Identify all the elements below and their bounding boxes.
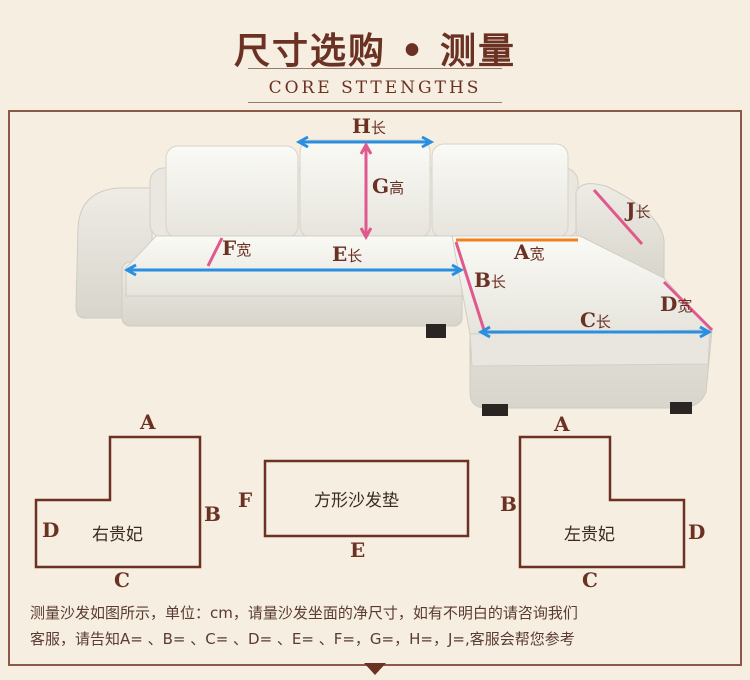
- chaise-cushion-front: [469, 329, 711, 367]
- right-chaise-outline: [34, 435, 202, 569]
- right-chaise-label-d: D: [42, 518, 60, 542]
- arrow-b: [454, 241, 486, 331]
- label-c: C长: [580, 308, 611, 332]
- right-chaise-label-c: C: [114, 568, 130, 592]
- square-cushion-outline: [263, 459, 470, 538]
- back-cushion-left: [165, 145, 299, 239]
- note-line-1: 测量沙发如图所示，单位：cm，请量沙发坐面的净尺寸，如有不明白的请咨询我们: [30, 604, 578, 622]
- right-chaise-label-a: A: [140, 410, 156, 434]
- title-divider-bottom: [248, 102, 502, 103]
- seat-cushion: [125, 235, 463, 297]
- sofa-leg: [670, 402, 692, 414]
- sofa-leg: [482, 404, 508, 416]
- label-d: D宽: [660, 292, 693, 316]
- page-subtitle: CORE STTENGTHS: [268, 78, 482, 98]
- label-j: J长: [626, 198, 651, 222]
- arrow-f: [206, 237, 224, 267]
- left-chaise-label-b: B: [500, 492, 517, 516]
- down-arrow-icon: [364, 663, 386, 675]
- title-divider-top: [248, 68, 502, 69]
- label-h: H长: [352, 114, 386, 138]
- page-title: 尺寸选购 • 测量: [233, 30, 517, 72]
- back-cushion-right: [431, 143, 569, 239]
- cushion-label-e: E: [350, 538, 366, 562]
- label-a: A宽: [514, 240, 545, 264]
- left-chaise-name: 左贵妃: [564, 525, 615, 545]
- measure-arrows: [123, 135, 714, 339]
- cushion-name: 方形沙发垫: [314, 491, 399, 511]
- left-chaise-label-d: D: [688, 520, 706, 544]
- cushion-label-f: F: [238, 488, 253, 512]
- right-chaise-name: 右贵妃: [92, 525, 143, 545]
- note-line-2: 客服，请告知A= 、B= 、C= 、D= 、E= 、F=，G=，H=，J=,客服…: [30, 630, 575, 648]
- right-chaise-label-b: B: [204, 502, 221, 526]
- left-chaise-label-a: A: [554, 412, 570, 436]
- left-chaise-label-c: C: [582, 568, 598, 592]
- label-f: F宽: [222, 236, 252, 260]
- label-g: G高: [372, 174, 405, 198]
- arrow-d: [662, 280, 714, 332]
- sofa-leg: [426, 324, 446, 338]
- label-b: B长: [474, 268, 506, 292]
- left-chaise-outline: [518, 435, 686, 569]
- label-e: E长: [332, 242, 363, 266]
- arrow-j: [592, 189, 644, 245]
